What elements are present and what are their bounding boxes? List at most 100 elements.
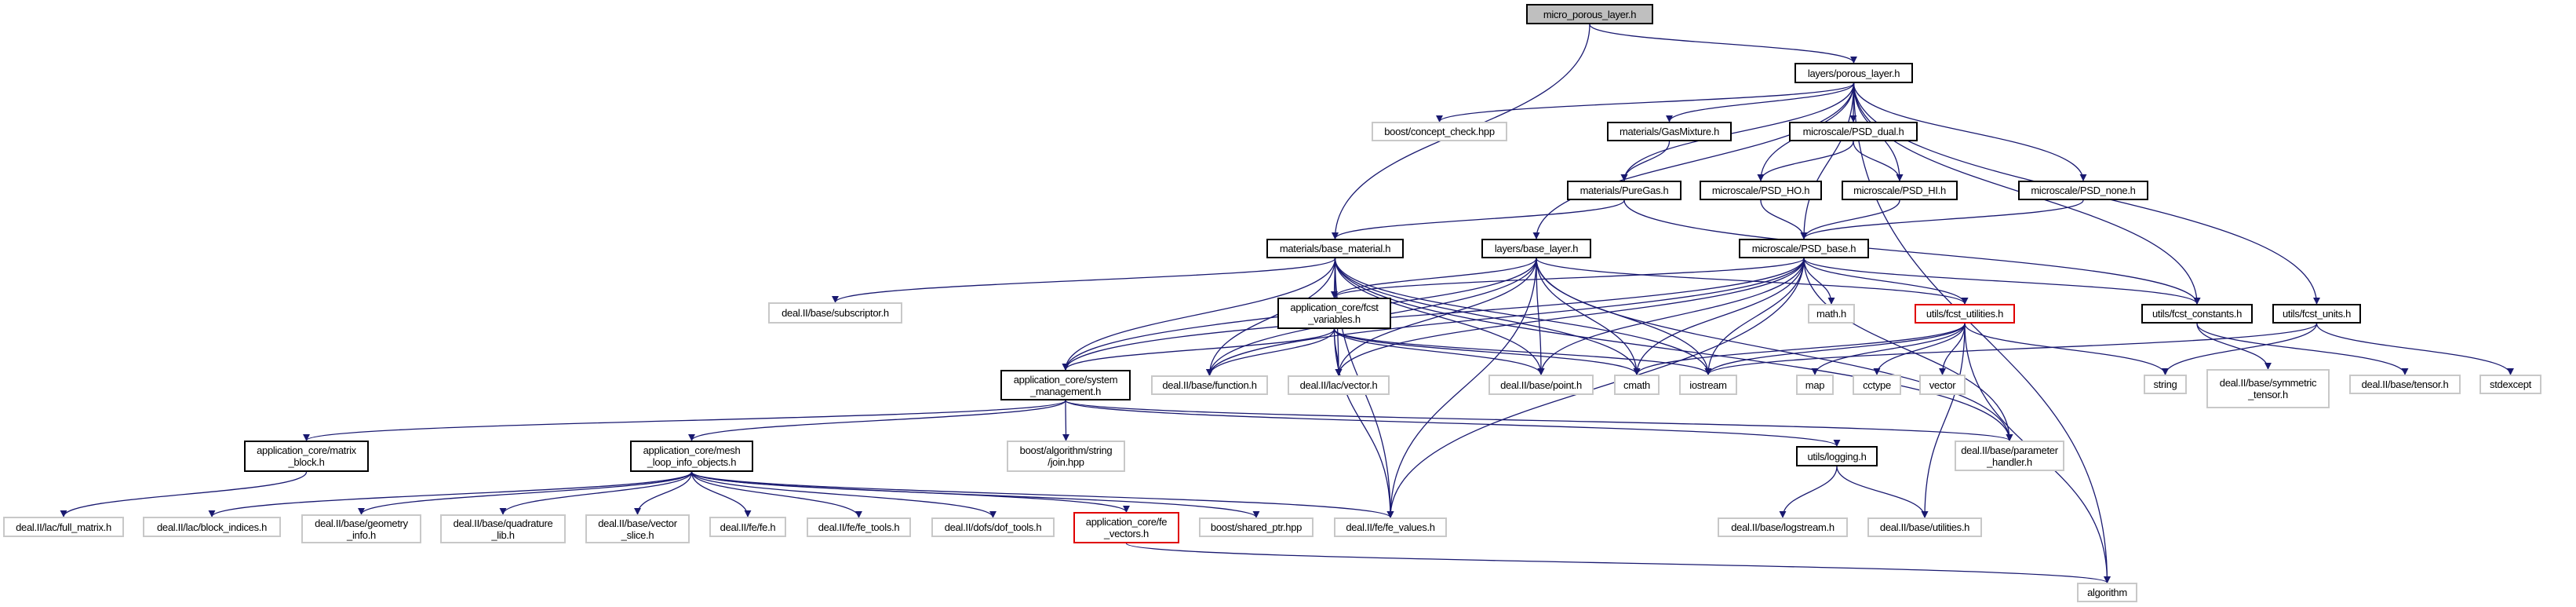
node-system-management[interactable]: application_core/system _management.h (1000, 370, 1131, 400)
edge-porous_layer-to-puregas (1620, 82, 1855, 181)
node-label: microscale/PSD_HO.h (1711, 185, 1810, 196)
node-cctype[interactable]: cctype (1853, 375, 1901, 395)
node-block-indices[interactable]: deal.II/lac/block_indices.h (143, 517, 281, 537)
node-string[interactable]: string (2144, 375, 2187, 394)
node-vector[interactable]: vector (1919, 375, 1966, 395)
edge-fcst_variables-to-function_h (1205, 328, 1335, 376)
edge-mesh_loop-to-quadrature_lib (499, 471, 693, 515)
node-label: application_core/mesh _loop_info_objects… (643, 444, 741, 468)
node-label: layers/porous_layer.h (1807, 67, 1900, 79)
node-fcst-variables[interactable]: application_core/fcst _variables.h (1277, 298, 1391, 329)
node-fe-tools[interactable]: deal.II/fe/fe_tools.h (807, 517, 911, 537)
edge-porous_layer-to-algorithm (1853, 82, 2111, 583)
node-dof-tools[interactable]: deal.II/dofs/dof_tools.h (931, 517, 1055, 537)
node-math-h[interactable]: math.h (1808, 304, 1855, 324)
node-stdexcept[interactable]: stdexcept (2479, 375, 2541, 394)
edge-base_layer-to-lac_vector (1335, 258, 1537, 376)
edge-fcst_utilities-to-vector (1938, 323, 1966, 375)
node-matrix-block[interactable]: application_core/matrix _block.h (244, 441, 369, 472)
node-micro-porous-layer[interactable]: micro_porous_layer.h (1526, 4, 1653, 24)
node-mesh-loop[interactable]: application_core/mesh _loop_info_objects… (630, 441, 753, 472)
edge-psd_base-to-fcst_utilities (1803, 258, 1969, 305)
edge-mesh_loop-to-shared_ptr (690, 471, 1260, 518)
node-quadrature-lib[interactable]: deal.II/base/quadrature _lib.h (440, 514, 566, 543)
node-shared-ptr[interactable]: boost/shared_ptr.hpp (1199, 517, 1314, 537)
edge-fcst_units-to-string (2161, 323, 2318, 375)
node-psd-ho[interactable]: microscale/PSD_HO.h (1700, 181, 1822, 200)
edge-fcst_units-to-stdexcept (2315, 323, 2514, 375)
edge-fcst_variables-to-fe_values (1333, 328, 1394, 518)
edge-base_material-to-iostream (1334, 258, 1712, 375)
edge-mesh_loop-to-block_indices (208, 471, 693, 517)
node-vector-slice[interactable]: deal.II/base/vector _slice.h (585, 514, 690, 543)
node-join-hpp[interactable]: boost/algorithm/string /join.hpp (1007, 441, 1125, 472)
node-parameter-handler[interactable]: deal.II/base/parameter _handler.h (1955, 441, 2064, 471)
node-logstream[interactable]: deal.II/base/logstream.h (1718, 517, 1848, 537)
node-point-h[interactable]: deal.II/base/point.h (1488, 375, 1594, 395)
node-geometry-info[interactable]: deal.II/base/geometry _info.h (301, 514, 421, 543)
edge-base_material-to-system_management (1062, 258, 1336, 371)
edge-base_layer-to-parameter_handler (1536, 258, 2013, 441)
node-map[interactable]: map (1796, 375, 1834, 395)
node-fe-values[interactable]: deal.II/fe/fe_values.h (1334, 517, 1447, 537)
edge-base_layer-to-point_h (1536, 258, 1545, 375)
node-function-h[interactable]: deal.II/base/function.h (1151, 375, 1268, 395)
node-fcst-constants[interactable]: utils/fcst_constants.h (2141, 304, 2253, 324)
edge-fcst_constants-to-symmetric_tensor (2196, 323, 2272, 370)
edge-psd_base-to-iostream (1704, 258, 1805, 375)
edge-fcst_variables-to-iostream (1333, 328, 1712, 375)
node-psd-base[interactable]: microscale/PSD_base.h (1739, 239, 1869, 258)
node-psd-none[interactable]: microscale/PSD_none.h (2018, 181, 2148, 200)
edge-puregas-to-base_material (1332, 199, 1625, 240)
node-iostream[interactable]: iostream (1679, 375, 1737, 395)
edge-psd_base-to-fcst_constants (1803, 258, 2201, 305)
node-fe-h[interactable]: deal.II/fe/fe.h (709, 517, 786, 537)
node-lac-vector[interactable]: deal.II/lac/vector.h (1288, 375, 1390, 395)
node-puregas[interactable]: materials/PureGas.h (1567, 181, 1682, 200)
node-fcst-utilities[interactable]: utils/fcst_utilities.h (1915, 304, 2015, 324)
node-porous-layer[interactable]: layers/porous_layer.h (1794, 63, 1913, 83)
edge-system_management-to-matrix_block (303, 400, 1066, 441)
node-fcst-units[interactable]: utils/fcst_units.h (2272, 304, 2361, 324)
node-label: microscale/PSD_none.h (2031, 185, 2136, 196)
node-symmetric-tensor[interactable]: deal.II/base/symmetric _tensor.h (2206, 369, 2330, 408)
node-label: utils/fcst_utilities.h (1926, 308, 2004, 320)
node-label: algorithm (2087, 587, 2127, 598)
edge-fcst_utilities-to-string (1964, 323, 2169, 375)
node-label: deal.II/lac/vector.h (1299, 379, 1378, 391)
edge-psd_base-to-parameter_handler (1803, 258, 2013, 441)
edge-psd_none-to-psd_base (1800, 199, 2084, 240)
edge-system_management-to-parameter_handler (1065, 400, 2013, 441)
node-label: iostream (1689, 378, 1727, 391)
node-utilities-h[interactable]: deal.II/base/utilities.h (1867, 517, 1982, 537)
node-label: deal.II/base/tensor.h (2361, 378, 2449, 390)
node-fe-vectors[interactable]: application_core/fe _vectors.h (1073, 512, 1179, 543)
node-cmath[interactable]: cmath (1614, 375, 1660, 395)
edge-psd_dual-to-psd_ho (1757, 141, 1854, 181)
node-label: application_core/system _management.h (1013, 373, 1118, 397)
node-psd-dual[interactable]: microscale/PSD_dual.h (1789, 122, 1918, 141)
edge-psd_base-to-fcst_variables (1331, 258, 1805, 298)
node-label: utils/fcst_constants.h (2152, 308, 2243, 320)
node-base-layer[interactable]: layers/base_layer.h (1481, 239, 1591, 258)
node-psd-hi[interactable]: microscale/PSD_HI.h (1842, 181, 1958, 200)
node-full-matrix[interactable]: deal.II/lac/full_matrix.h (3, 517, 124, 537)
node-gasmixture[interactable]: materials/GasMixture.h (1607, 122, 1732, 141)
node-label: materials/GasMixture.h (1619, 126, 1720, 137)
edge-base_layer-to-fcst_utilities (1536, 258, 1969, 305)
edge-mesh_loop-to-fe_tools (690, 471, 862, 518)
edge-fcst_variables-to-point_h (1333, 328, 1545, 375)
node-concept-check[interactable]: boost/concept_check.hpp (1372, 122, 1507, 141)
edge-gasmixture-to-puregas (1620, 141, 1671, 181)
node-subscriptor[interactable]: deal.II/base/subscriptor.h (768, 302, 902, 324)
edge-psd_hi-to-psd_base (1800, 199, 1900, 240)
node-algorithm[interactable]: algorithm (2077, 583, 2137, 602)
node-label: materials/PureGas.h (1579, 185, 1669, 196)
node-label: deal.II/base/utilities.h (1879, 521, 1970, 533)
edge-base_material-to-subscriptor (832, 258, 1336, 303)
node-tensor-h[interactable]: deal.II/base/tensor.h (2349, 375, 2461, 394)
node-logging[interactable]: utils/logging.h (1796, 446, 1878, 466)
node-base-material[interactable]: materials/base_material.h (1266, 239, 1404, 258)
node-label: cctype (1863, 378, 1891, 391)
edge-mesh_loop-to-geometry_info (358, 471, 693, 515)
